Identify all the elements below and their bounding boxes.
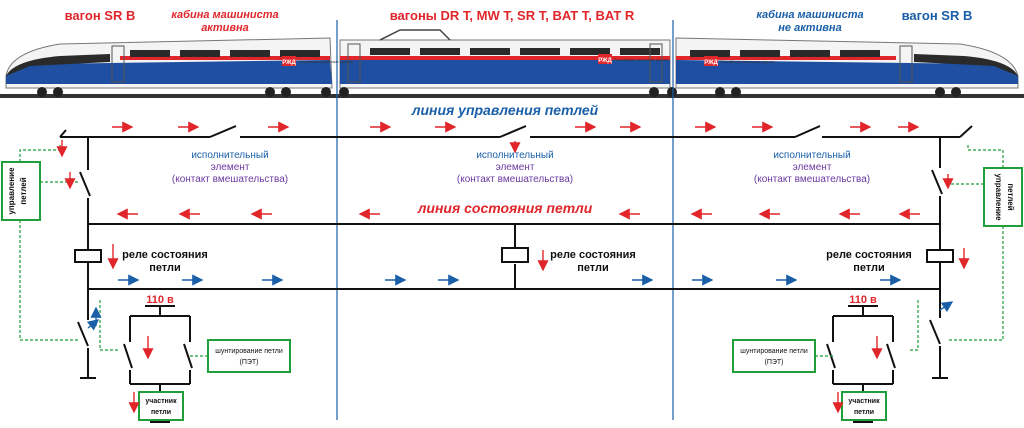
middle-car-blue-stripe xyxy=(340,60,670,84)
svg-text:петли: петли xyxy=(577,262,609,274)
middle-car-red-stripe xyxy=(340,56,670,60)
svg-text:шунтирование петли: шунтирование петли xyxy=(215,348,283,355)
relay-left xyxy=(74,249,102,263)
left-car-label: вагон SR B xyxy=(65,8,136,23)
red-current-arrows xyxy=(56,121,970,414)
blue-current-arrows xyxy=(86,274,954,331)
svg-text:участник: участник xyxy=(848,398,880,405)
logo-subtitle-left: Российские железные дороги xyxy=(298,59,353,64)
svg-text:исполнительный: исполнительный xyxy=(191,150,268,161)
svg-text:реле состояния: реле состояния xyxy=(122,249,208,261)
loop-control-box-left: управление петлей xyxy=(1,161,41,221)
bus-lines xyxy=(59,125,973,379)
svg-text:(контакт вмешательства): (контакт вмешательства) xyxy=(172,174,288,185)
rail xyxy=(0,94,1024,98)
participant-box-right: участник петли xyxy=(841,391,887,421)
rzd-logo-middle: РЖД Российские железные дороги xyxy=(598,54,669,64)
svg-text:петли: петли xyxy=(151,409,171,416)
svg-text:элемент: элемент xyxy=(211,162,250,173)
right-car-label: вагон SR B xyxy=(902,8,973,23)
car-doors xyxy=(111,43,913,83)
wheel-bogies xyxy=(37,87,961,97)
svg-text:петли: петли xyxy=(149,262,181,274)
shunt-branch-right: 110 в xyxy=(826,294,896,423)
shunt-box-right: шунтирование петли (ПЭТ) xyxy=(732,339,816,373)
state-line-label: линия состояния петли xyxy=(417,200,593,216)
logo-subtitle-middle: Российские железные дороги xyxy=(614,57,669,62)
relay-label-right: реле состояния петли xyxy=(826,249,912,274)
svg-text:управление: управление xyxy=(7,167,16,215)
svg-text:(контакт вмешательства): (контакт вмешательства) xyxy=(754,174,870,185)
left-cab-label-line1: кабина машиниста xyxy=(171,9,278,21)
element-label-left: исполнительный элемент (контакт вмешател… xyxy=(172,150,288,185)
middle-cars-label: вагоны DR T, MW T, SR T, BAT T, BAT R xyxy=(390,8,635,23)
left-lower-switch xyxy=(77,321,89,347)
right-car-red-stripe xyxy=(676,56,896,60)
svg-text:исполнительный: исполнительный xyxy=(773,150,850,161)
participant-box-left: участник петли xyxy=(138,391,184,421)
svg-text:элемент: элемент xyxy=(496,162,535,173)
svg-text:реле состояния: реле состояния xyxy=(550,249,636,261)
rzd-logo-left: РЖД Российские железные дороги xyxy=(282,56,353,66)
right-lower-switch xyxy=(929,319,941,345)
end-switch-right xyxy=(959,125,973,138)
control-line-label: линия управления петлей xyxy=(411,102,599,118)
logo-subtitle-right: Российские железные дороги xyxy=(720,59,775,64)
relay-label-left: реле состояния петли xyxy=(122,249,208,274)
rzd-logo-right: РЖД Российские железные дороги xyxy=(704,56,775,66)
left-cab-label-line2: активна xyxy=(201,22,249,34)
logo-text-right: РЖД xyxy=(704,60,718,66)
right-loop-switch xyxy=(931,169,943,195)
svg-text:петли: петли xyxy=(854,409,874,416)
loop-control-box-right: управление петлей xyxy=(983,167,1023,227)
right-cab-label-line1: кабина машиниста xyxy=(756,9,863,21)
right-car-blue-stripe xyxy=(676,60,1018,84)
relay-middle xyxy=(501,247,529,263)
svg-text:реле состояния: реле состояния xyxy=(826,249,912,261)
svg-text:шунтирование петли: шунтирование петли xyxy=(740,348,808,355)
control-wires xyxy=(19,145,1004,351)
svg-text:(ПЭТ): (ПЭТ) xyxy=(764,359,783,366)
svg-text:управление: управление xyxy=(994,173,1003,221)
element-switch-right xyxy=(794,125,821,138)
element-switch-middle xyxy=(499,125,527,138)
logo-text-middle: РЖД xyxy=(598,58,612,64)
right-cab-label-line2: не активна xyxy=(778,22,841,34)
shunt-box-left: шунтирование петли (ПЭТ) xyxy=(207,339,291,373)
voltage-label-left: 110 в xyxy=(146,294,174,306)
element-switch-left xyxy=(209,125,237,138)
car-windows xyxy=(130,48,880,57)
svg-text:исполнительный: исполнительный xyxy=(476,150,553,161)
svg-text:петлей: петлей xyxy=(19,177,28,204)
left-loop-switch xyxy=(79,171,91,197)
svg-text:петли: петли xyxy=(853,262,885,274)
logo-text-left: РЖД xyxy=(282,60,296,66)
svg-text:элемент: элемент xyxy=(793,162,832,173)
left-windshield xyxy=(6,54,110,76)
left-car-blue-stripe xyxy=(6,60,332,84)
train-illustration: РЖД Российские железные дороги РЖД Росси… xyxy=(0,29,1024,98)
relay-right xyxy=(926,249,954,263)
shunt-branch-left: 110 в xyxy=(123,294,193,423)
relay-label-middle: реле состояния петли xyxy=(550,249,636,274)
element-label-right: исполнительный элемент (контакт вмешател… xyxy=(754,150,870,185)
end-switch-left xyxy=(59,129,67,138)
svg-text:(контакт вмешательства): (контакт вмешательства) xyxy=(457,174,573,185)
svg-text:петлей: петлей xyxy=(1006,183,1015,210)
voltage-label-right: 110 в xyxy=(849,294,877,306)
pantograph xyxy=(379,29,451,41)
right-windshield xyxy=(914,54,1018,76)
svg-text:участник: участник xyxy=(145,398,177,405)
left-car-red-stripe xyxy=(120,56,330,60)
svg-text:(ПЭТ): (ПЭТ) xyxy=(239,359,258,366)
element-label-middle: исполнительный элемент (контакт вмешател… xyxy=(457,150,573,185)
